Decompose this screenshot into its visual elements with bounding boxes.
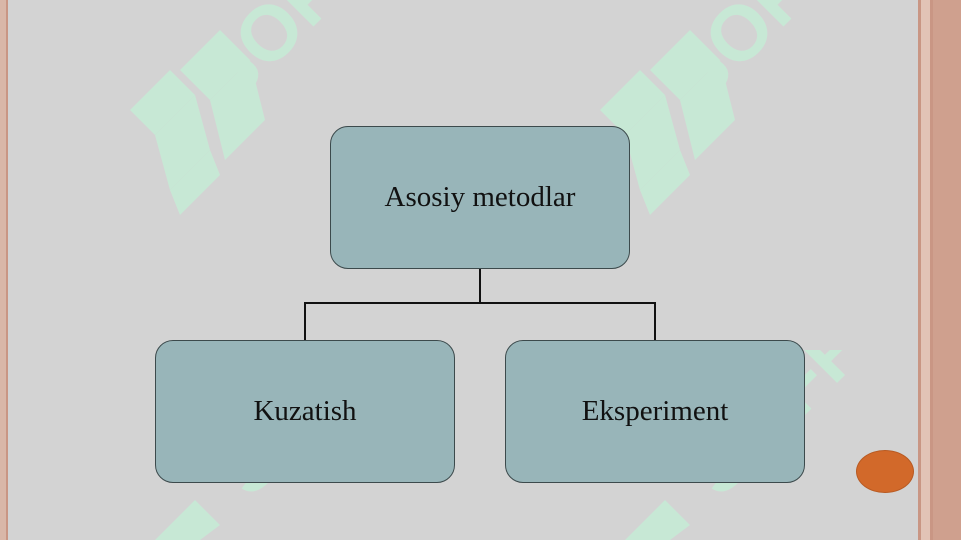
watermark-text: SOFF (180, 0, 350, 122)
connector-right-down (654, 302, 656, 340)
slide-frame-left (0, 0, 8, 540)
child-node-kuzatish: Kuzatish (155, 340, 455, 483)
connector-left-down (304, 302, 306, 340)
nav-dot-button[interactable] (856, 450, 914, 493)
connector-horizontal (304, 302, 656, 304)
child-node-eksperiment: Eksperiment (505, 340, 805, 483)
watermark-logo: SOFF (130, 0, 350, 215)
root-node: Asosiy metodlar (330, 126, 630, 269)
root-node-label: Asosiy metodlar (384, 181, 576, 213)
child-node-label: Eksperiment (581, 395, 729, 427)
child-node-label: Kuzatish (253, 395, 357, 427)
svg-text:SOFF: SOFF (650, 0, 820, 122)
connector-root-down (479, 268, 481, 303)
slide-frame-right (918, 0, 961, 540)
